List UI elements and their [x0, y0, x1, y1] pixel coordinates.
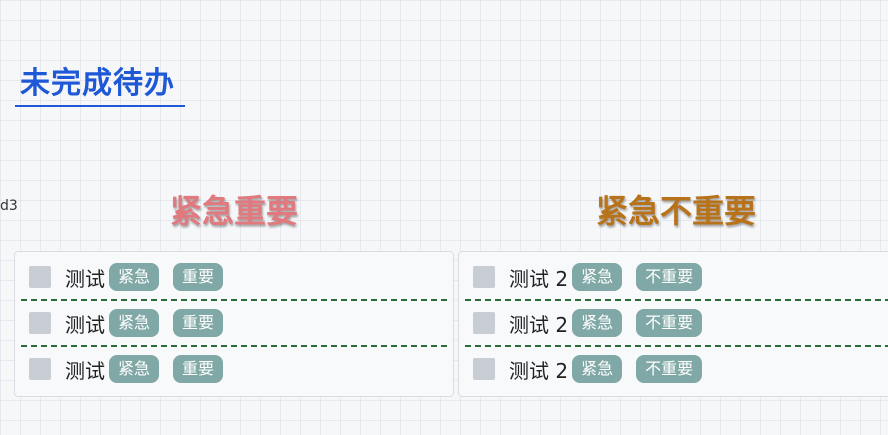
- row-separator: [21, 345, 447, 347]
- tag-urgent: 紧急: [572, 355, 623, 383]
- quadrant-title-urgent-important: 紧急重要: [170, 192, 299, 230]
- quadrant-title-urgent-not-important: 紧急不重要: [596, 192, 757, 230]
- tag-urgent: 紧急: [572, 263, 623, 291]
- todo-row: 测试 紧急 重要: [21, 347, 447, 391]
- tag-urgent: 紧急: [109, 309, 160, 337]
- task-text: 测试 2: [509, 312, 569, 337]
- tag-not-important: 不重要: [636, 309, 703, 337]
- tag-important: 重要: [173, 309, 224, 337]
- tag-urgent: 紧急: [109, 355, 160, 383]
- side-label-stub: d3: [0, 198, 18, 214]
- row-separator: [21, 299, 447, 301]
- task-text: 测试 2: [509, 358, 569, 383]
- task-checkbox[interactable]: [29, 266, 51, 288]
- task-checkbox[interactable]: [29, 312, 51, 334]
- page-title-underline: [15, 105, 185, 107]
- task-text: 测试: [65, 266, 105, 291]
- todo-row: 测试 2 紧急 不重要: [465, 347, 888, 391]
- quadrant-card-urgent-important: 测试 紧急 重要 测试 紧急 重要 测试 紧急 重要: [14, 251, 454, 397]
- tag-important: 重要: [173, 355, 224, 383]
- task-text: 测试 2: [509, 266, 569, 291]
- tag-urgent: 紧急: [572, 309, 623, 337]
- page-title: 未完成待办: [20, 66, 175, 101]
- todo-row: 测试 2 紧急 不重要: [465, 255, 888, 299]
- tag-not-important: 不重要: [636, 355, 703, 383]
- todo-row: 测试 紧急 重要: [21, 255, 447, 299]
- task-text: 测试: [65, 358, 105, 383]
- tag-urgent: 紧急: [109, 263, 160, 291]
- task-checkbox[interactable]: [473, 312, 495, 334]
- quadrant-card-urgent-not-important: 测试 2 紧急 不重要 测试 2 紧急 不重要 测试 2 紧急 不重要: [458, 251, 888, 397]
- task-checkbox[interactable]: [473, 358, 495, 380]
- tag-not-important: 不重要: [636, 263, 703, 291]
- todo-row: 测试 2 紧急 不重要: [465, 301, 888, 345]
- task-checkbox[interactable]: [473, 266, 495, 288]
- row-separator: [465, 299, 888, 301]
- row-separator: [465, 345, 888, 347]
- todo-row: 测试 紧急 重要: [21, 301, 447, 345]
- task-text: 测试: [65, 312, 105, 337]
- task-checkbox[interactable]: [29, 358, 51, 380]
- tag-important: 重要: [173, 263, 224, 291]
